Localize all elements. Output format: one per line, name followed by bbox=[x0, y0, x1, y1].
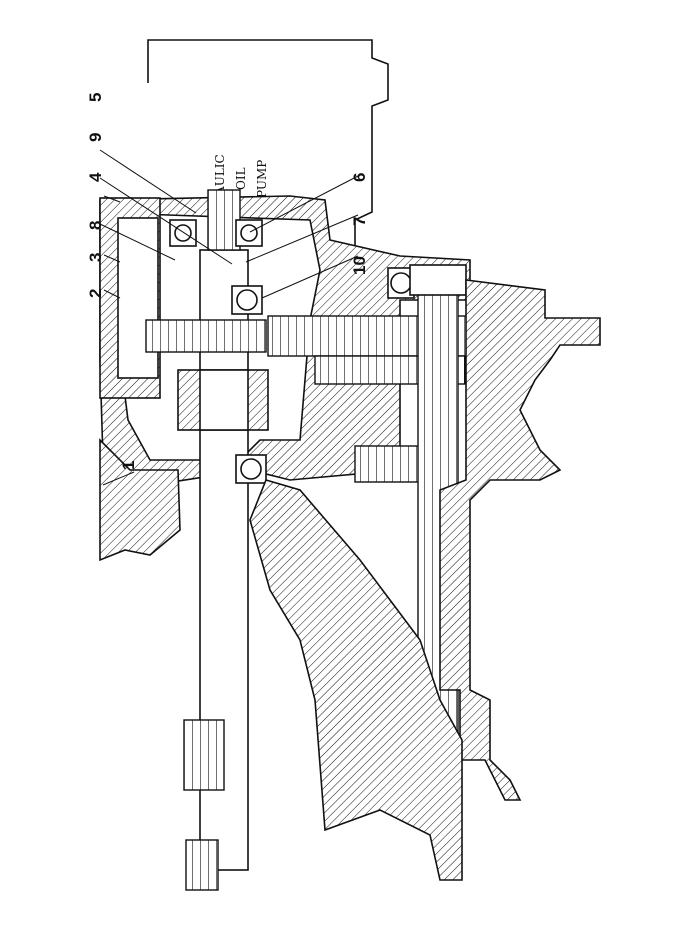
callout-leaders bbox=[99, 149, 359, 486]
shaft-spline-mid bbox=[183, 719, 225, 791]
callout-5: 5 bbox=[86, 93, 105, 102]
callout-8: 8 bbox=[86, 221, 105, 230]
callout-1: 1 bbox=[119, 461, 138, 470]
callout-2: 2 bbox=[86, 289, 105, 298]
broken-housing-edge bbox=[99, 438, 181, 562]
callout-4: 4 bbox=[86, 172, 105, 182]
callout-6: 6 bbox=[350, 173, 369, 182]
callout-10: 10 bbox=[350, 256, 369, 275]
lower-housing bbox=[439, 279, 601, 801]
svg-text:PUMP: PUMP bbox=[255, 160, 269, 198]
callout-9: 9 bbox=[86, 133, 105, 142]
callout-labels: 1 2 3 4 5 6 7 8 9 10 bbox=[86, 93, 369, 470]
svg-text:OIL: OIL bbox=[234, 167, 248, 190]
countershaft-end bbox=[409, 264, 467, 296]
callout-3: 3 bbox=[86, 253, 105, 262]
coupling-bore bbox=[199, 369, 249, 431]
pump-drive-spline bbox=[207, 189, 241, 251]
support-casting bbox=[249, 479, 463, 881]
callout-7: 7 bbox=[350, 217, 369, 226]
shaft-spline-end bbox=[185, 839, 219, 891]
